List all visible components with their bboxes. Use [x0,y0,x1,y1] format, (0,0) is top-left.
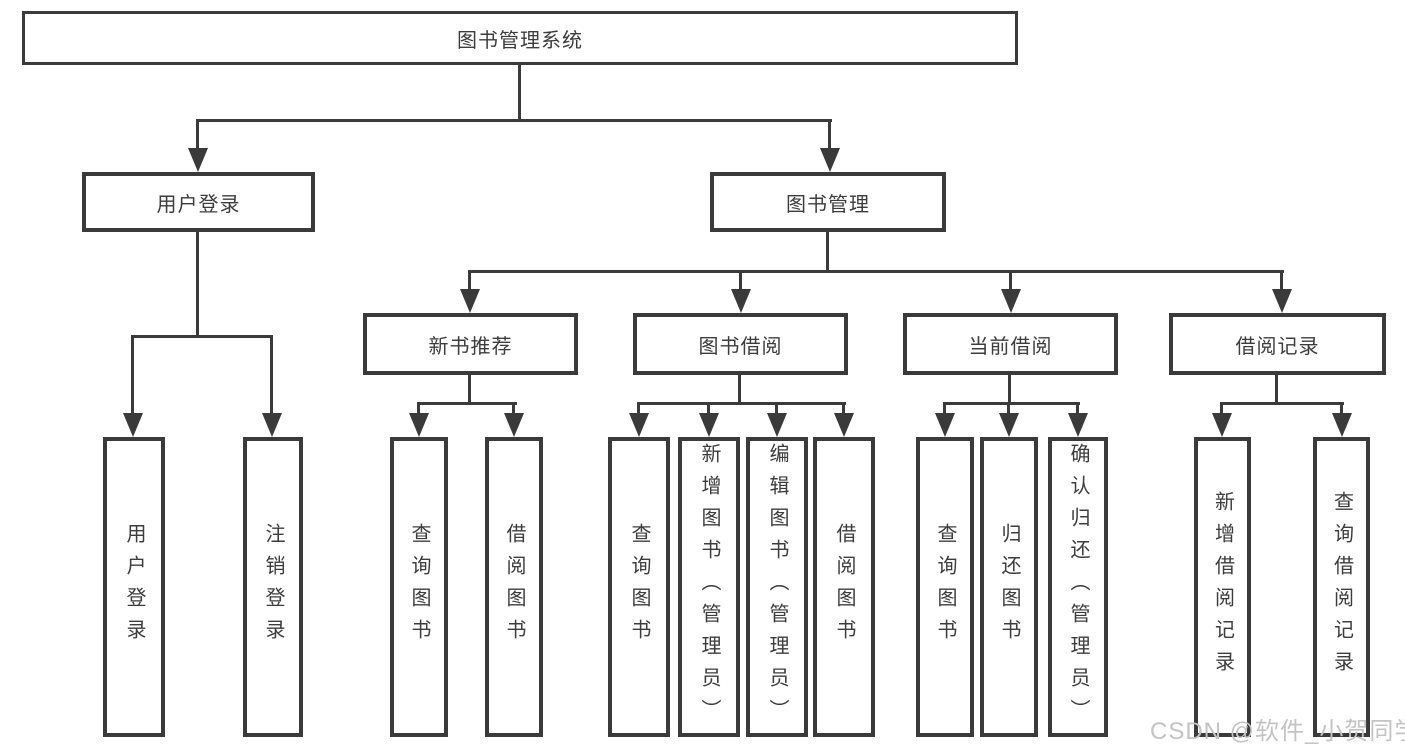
node-label: 新书推荐 [428,335,513,358]
connector-vline [1009,270,1012,291]
node-label: 借阅图书 [833,523,855,651]
arrow-down-icon [1001,289,1021,313]
leaf-borrow-books: 借阅图书 [813,437,875,737]
arrow-down-icon [767,413,787,437]
connector-vline [468,373,471,405]
node-label: 图书管理系统 [457,29,583,52]
connector-hline [468,270,1284,273]
node-label: 图书借阅 [698,335,783,358]
leaf-query-books-borrow: 查询图书 [608,437,670,737]
leaf-query-books-recommend: 查询图书 [390,437,448,737]
leaf-borrow-books-recommend: 借阅图书 [485,437,543,737]
leaf-return-books: 归还图书 [980,437,1038,737]
connector-hline [196,119,832,122]
node-book-borrow: 图书借阅 [633,313,848,375]
leaf-add-borrow-record: 新增借阅记录 [1194,437,1251,737]
connector-hline [417,402,517,405]
csdn-watermark: CSDN @软件_小贺同学 [1150,718,1405,745]
arrow-down-icon [1212,413,1232,437]
node-borrow-records: 借阅记录 [1169,313,1386,375]
node-root: 图书管理系统 [22,11,1018,65]
arrow-down-icon [262,413,282,437]
arrow-down-icon [1068,413,1088,437]
node-label: 查询图书 [934,523,956,651]
node-user-login: 用户登录 [82,172,315,232]
leaf-query-books-current: 查询图书 [916,437,974,737]
arrow-down-icon [460,289,480,313]
connector-vline [270,335,273,415]
connector-vline [707,402,710,416]
arrow-down-icon [1272,289,1292,313]
arrow-down-icon [409,413,429,437]
connector-vline [196,230,199,337]
arrow-down-icon [504,413,524,437]
connector-vline [739,270,742,291]
connector-vline [828,119,831,151]
connector-vline [738,373,741,405]
leaf-user-login: 用户登录 [103,437,165,737]
arrow-down-icon [834,413,854,437]
node-label: 确认归还（管理员） [1067,443,1089,731]
connector-vline [417,402,420,416]
node-label: 新增图书（管理员） [698,443,720,731]
connector-hline [637,402,846,405]
connector-vline [1340,402,1343,416]
arrow-down-icon [731,289,751,313]
connector-vline [826,230,829,273]
connector-vline [131,335,134,415]
connector-vline [1076,402,1079,416]
arrow-down-icon [123,413,143,437]
leaf-edit-book-admin: 编辑图书（管理员） [746,437,808,737]
connector-vline [512,402,515,416]
node-label: 借阅记录 [1235,335,1320,358]
connector-hline [943,402,1080,405]
node-label: 用户登录 [123,523,145,651]
connector-vline [1008,373,1011,405]
node-label: 归还图书 [998,523,1020,651]
arrow-down-icon [999,413,1019,437]
node-label: 查询图书 [628,523,650,651]
arrow-down-icon [1332,413,1352,437]
connector-vline [637,402,640,416]
connector-vline [1007,402,1010,416]
node-label: 用户登录 [156,193,241,216]
connector-vline [518,63,521,122]
connector-vline [1275,373,1278,405]
node-book-management: 图书管理 [710,172,946,232]
leaf-logout: 注销登录 [243,437,303,737]
connector-vline [196,119,199,151]
connector-vline [1280,270,1283,291]
node-label: 查询借阅记录 [1330,491,1353,683]
connector-hline [1220,402,1344,405]
arrow-down-icon [820,148,840,172]
leaf-query-borrow-record: 查询借阅记录 [1313,437,1370,737]
arrow-down-icon [629,413,649,437]
leaf-add-book-admin: 新增图书（管理员） [678,437,740,737]
node-label: 新增借阅记录 [1211,491,1234,683]
arrow-down-icon [188,148,208,172]
connector-vline [775,402,778,416]
node-label: 注销登录 [262,523,284,651]
node-current-borrow: 当前借阅 [903,313,1118,375]
node-label: 查询图书 [408,523,430,651]
connector-vline [842,402,845,416]
connector-vline [1220,402,1223,416]
leaf-confirm-return-admin: 确认归还（管理员） [1048,437,1108,737]
node-label: 当前借阅 [968,335,1053,358]
connector-vline [468,270,471,291]
node-label: 编辑图书（管理员） [766,443,788,731]
connector-hline [131,335,273,338]
connector-vline [943,402,946,416]
node-label: 借阅图书 [503,523,525,651]
arrow-down-icon [935,413,955,437]
arrow-down-icon [699,413,719,437]
node-new-book-recommend: 新书推荐 [363,313,578,375]
node-label: 图书管理 [786,193,870,216]
